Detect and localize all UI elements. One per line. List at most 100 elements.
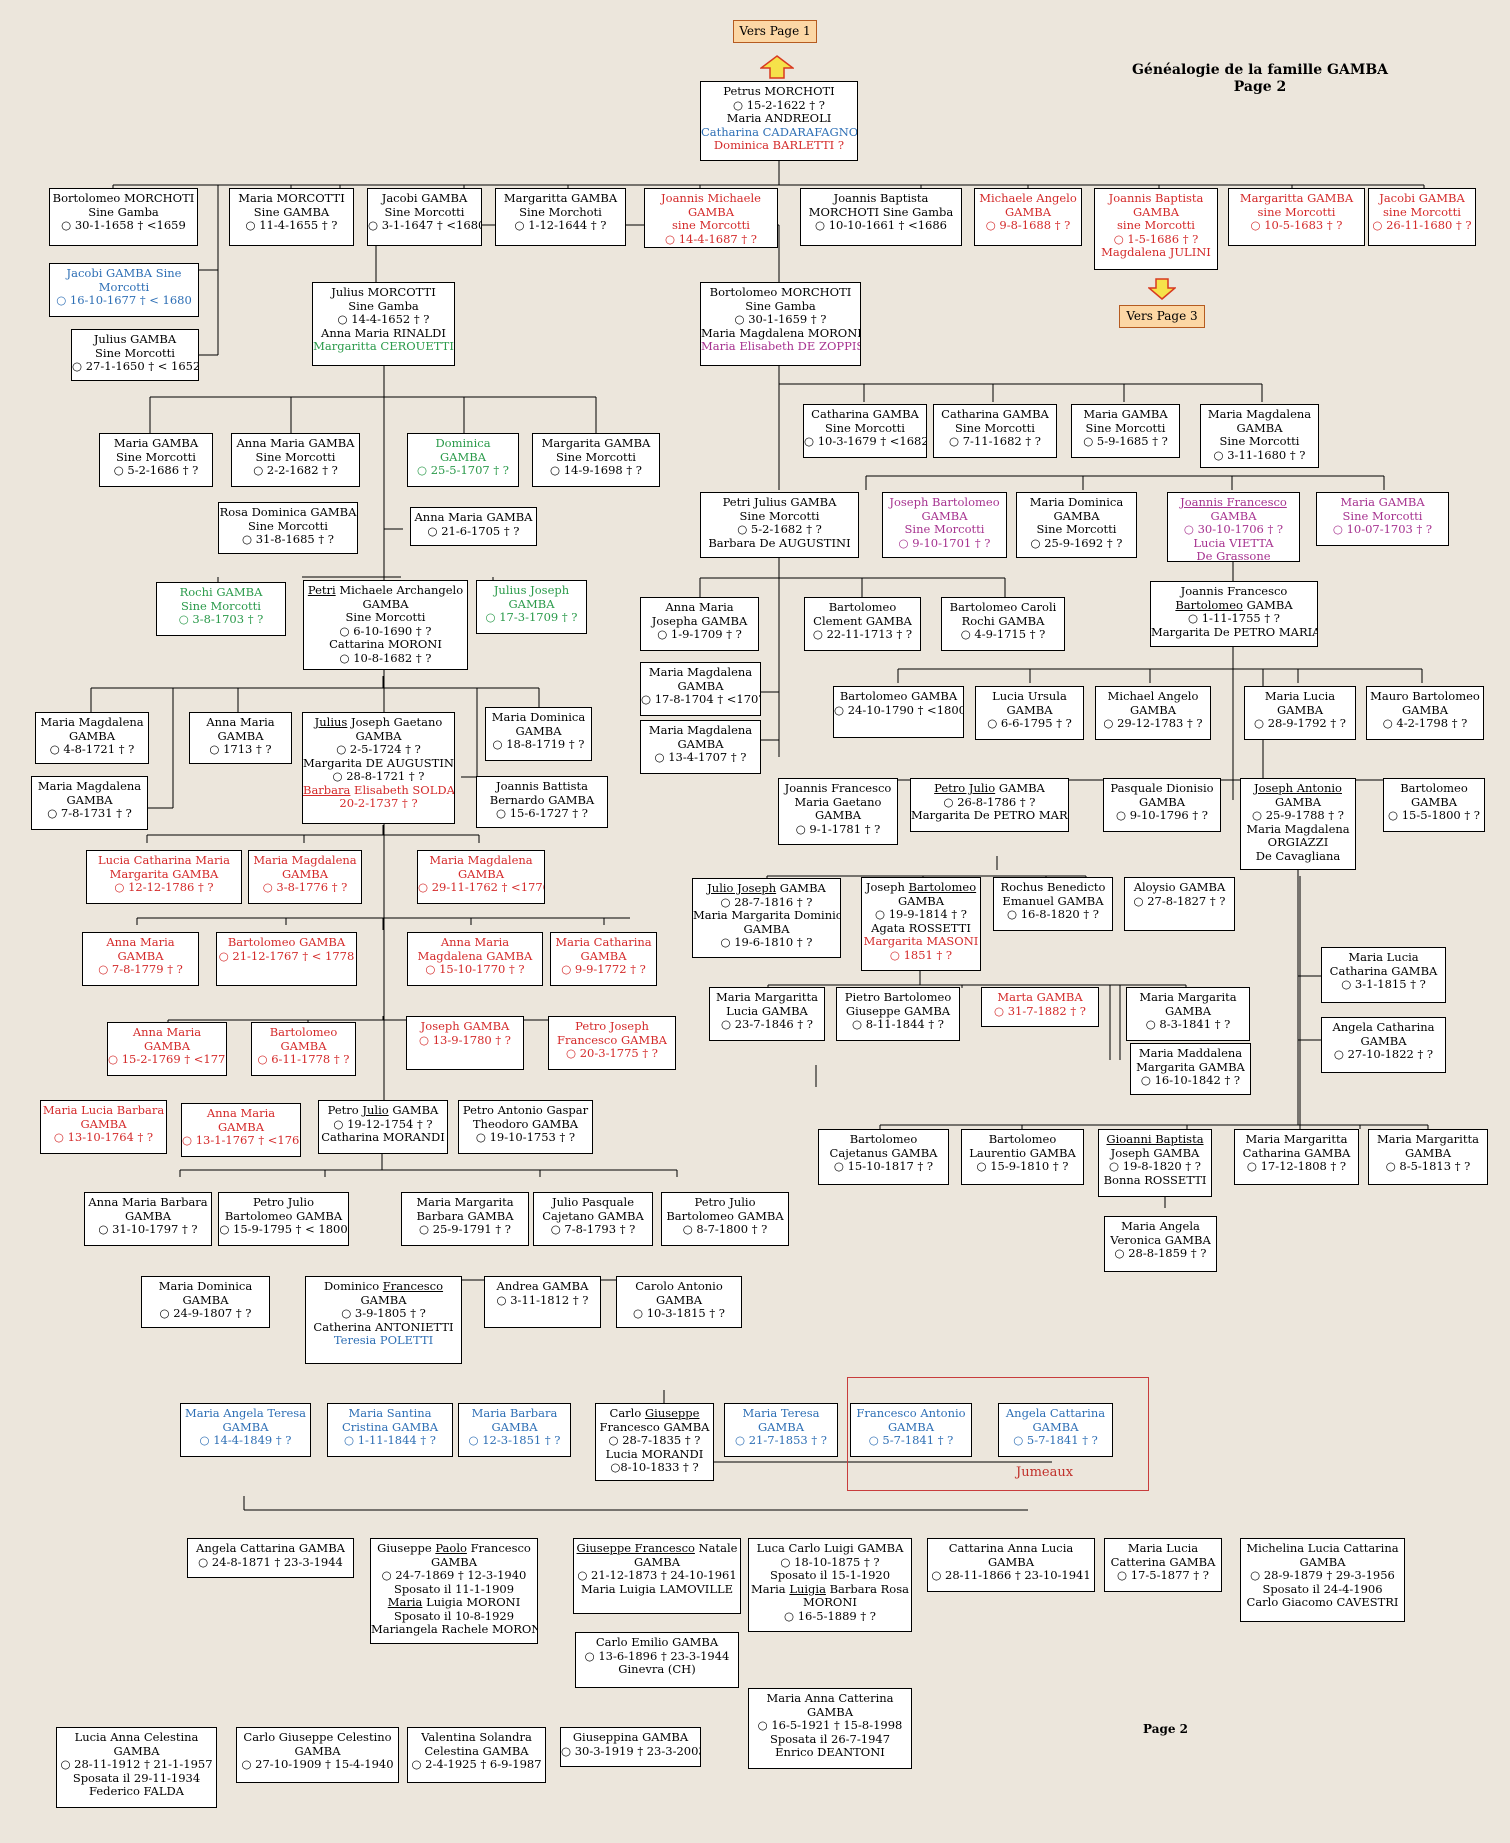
person-line: Anna Maria [206,715,275,729]
person-line: ○ 26-8-1786 † ? [943,794,1036,809]
person-line: Angela Cattarina [1005,1406,1106,1420]
person-line: Petrus MORCHOTI [723,84,835,98]
person-line: Maria Margarita [1139,990,1237,1004]
person-line: GAMBA [921,508,968,523]
person-line: ○ 19-9-1814 † ? [875,907,967,921]
person-line: Sine Gamba [745,298,816,313]
person-line: Maria Magdalena [1207,407,1312,421]
person-line: Bartolomeo Caroli [949,600,1057,614]
person-line: GAMBA [117,948,164,963]
person-line: Julius Joseph Gaetano [314,715,443,729]
nav-page3-button[interactable]: Vers Page 3 [1119,305,1205,328]
person-line: Margarita MASONI [863,934,979,948]
person-line: Jacobi GAMBA Sine [66,266,182,280]
person-line: GAMBA [143,1038,191,1053]
person-line: ○ 13-6-1896 † 23-3-1944 [584,1648,730,1663]
person-line: ○ 24-7-1869 † 12-3-1940 [381,1568,527,1582]
person-line: ○ 25-9-1692 † ? [1030,535,1123,550]
person-line: Dominico Francesco [323,1279,444,1293]
person-line: GAMBA [1401,702,1449,717]
person-line: Theodoro GAMBA [472,1116,579,1131]
person-line: ○ 17-5-1877 † ? [1117,1568,1209,1582]
person-line: Sine Morcotti [345,610,426,624]
person-line: Francesco GAMBA [599,1419,710,1434]
person-line: ○ 17-3-1709 † ? [485,610,578,624]
person-line: Bartolomeo [1400,781,1468,795]
person-line: Petro Julio GAMBA [934,781,1045,795]
person-line: ○ 13-10-1764 † ? [53,1130,154,1144]
person-line: GAMBA [677,678,724,693]
person-box-giuseppina: Giuseppina GAMBA○ 30-3-1919 † 23-3-2003 [560,1727,701,1767]
person-line: Joannis Baptista [1108,191,1204,205]
page-title-line2: Page 2 [1233,79,1287,95]
person-line: Giuseppina GAMBA [572,1730,689,1744]
person-line: ○ 27-1-1650 † < 1652 [72,359,199,373]
person-line: ○ 1851 † ? [889,947,953,962]
person-line: ○ 25-9-1791 † ? [419,1222,511,1236]
person-line: Lucia GAMBA [726,1003,808,1018]
twins-frame [847,1377,1149,1491]
arrow-down-icon[interactable] [1148,278,1176,300]
person-line: Catterina GAMBA [1110,1554,1216,1569]
person-line: ○ 25-9-1788 † ? [1252,808,1344,822]
person-line: Maria Margaritta [1245,1132,1348,1146]
person-line: GAMBA [1164,1003,1212,1018]
person-line: ○ 15-2-1622 † ? [733,97,825,112]
person-line: ○ 10-3-1815 † ? [633,1306,725,1320]
person-line: Margaritta GAMBA [1239,191,1354,205]
person-line: Maria Anna Catterina [766,1691,894,1705]
person-line: ○ 14-9-1698 † ? [550,463,642,477]
person-line: Sine Morcotti [1036,522,1117,536]
person-line: ○ 3-8-1703 † ? [178,612,264,626]
person-line: ○ 30-1-1659 † ? [734,312,827,326]
person-line: Maria MORCOTTI [238,191,345,205]
person-line: Maria Santina [348,1406,432,1420]
person-line: Maria Magdalena MORONI [701,325,861,340]
arrow-up-icon[interactable] [760,55,794,79]
person-box-petro-julio-1754: Petro Julio GAMBA○ 19-12-1754 † ?Cathari… [318,1100,448,1154]
person-line: ○ 28-11-1866 † 23-10-1941 [931,1568,1091,1582]
person-line: ○ 21-6-1705 † ? [427,523,520,538]
person-line: Margarita GAMBA [109,866,219,881]
page-title: Généalogie de la famille GAMBA Page 2 [1120,62,1400,96]
person-line: ○ 28-7-1816 † ? [720,894,813,909]
person-line: ○ 31-10-1797 † ? [98,1222,198,1236]
person-line: Maria Margarita [416,1195,514,1209]
person-line: Maria Teresa [742,1406,820,1420]
person-line: Maria Margaritta [716,990,818,1004]
person-line: ○ 2-2-1682 † ? [253,463,338,477]
person-line: Sine Morcotti [181,598,261,613]
person-line: Anna Maria GAMBA [236,436,355,450]
person-line: Catharina GAMBA [811,407,919,421]
nav-page1-button[interactable]: Vers Page 1 [733,20,817,43]
person-line: ○ 15-10-1770 † ? [425,962,525,976]
person-line: Maria Margaritta [1377,1132,1479,1146]
person-line: ○ 8-11-1844 † ? [852,1017,944,1031]
person-line: Julius GAMBA [93,332,177,346]
